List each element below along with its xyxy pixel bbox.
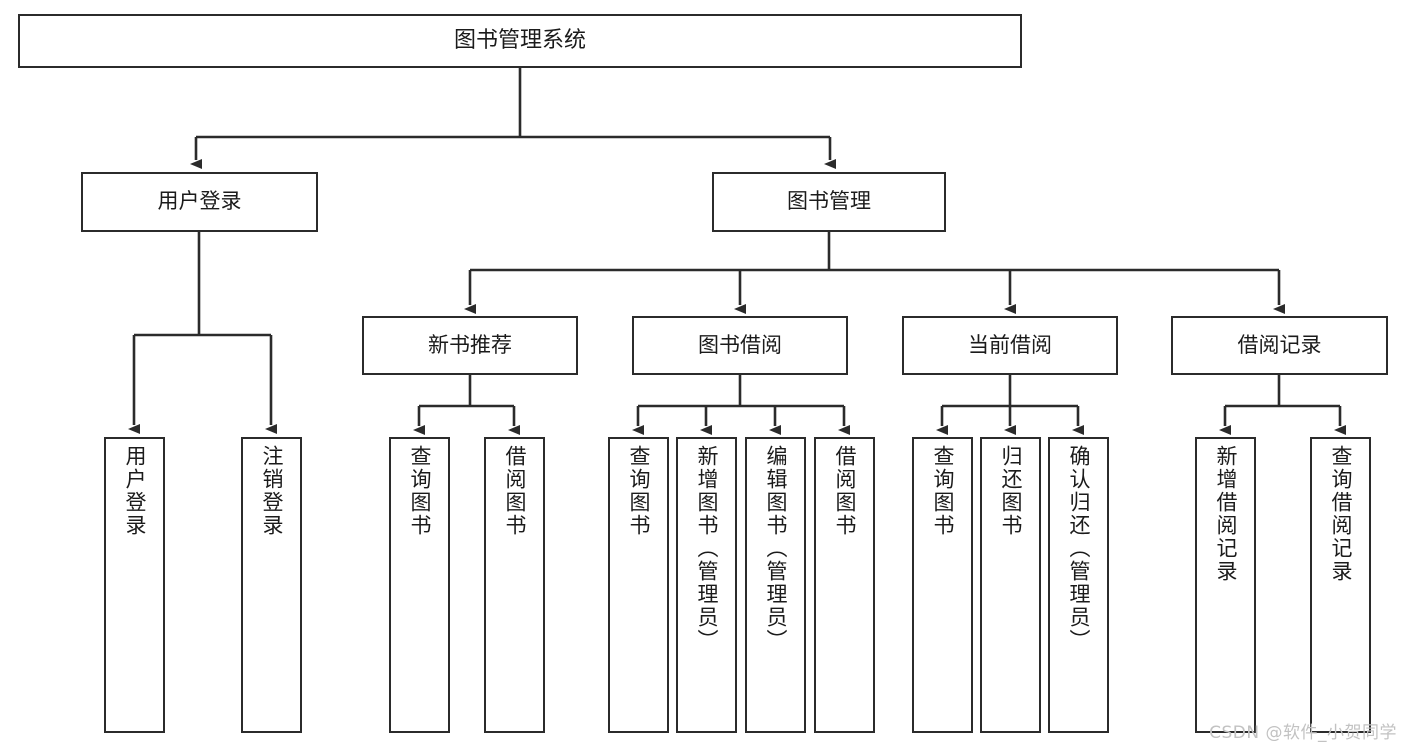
leaf-query-book-3[interactable]: 查询图书	[912, 437, 973, 733]
node-label: 借阅图书	[503, 445, 527, 537]
node-label: 查询图书	[931, 445, 955, 537]
node-label: 借阅记录	[1237, 332, 1322, 357]
node-label: 借阅图书	[833, 445, 857, 537]
csdn-watermark: CSDN @软件_小贺同学	[1209, 723, 1397, 743]
node-label: 新书推荐	[428, 332, 512, 357]
node-new-book-recommend[interactable]: 新书推荐	[362, 316, 578, 375]
node-book-manage[interactable]: 图书管理	[712, 172, 946, 232]
node-label: 注销登录	[260, 445, 284, 537]
node-label: 查询借阅记录	[1329, 445, 1353, 583]
leaf-add-record[interactable]: 新增借阅记录	[1195, 437, 1256, 733]
node-label: 查询图书	[627, 445, 651, 537]
node-label: 用户登录	[157, 189, 242, 214]
node-label: 新增图书（管理员）	[695, 445, 719, 652]
node-label: 编辑图书（管理员）	[764, 445, 788, 652]
leaf-user-login[interactable]: 用户登录	[104, 437, 165, 733]
node-label: 当前借阅	[968, 332, 1052, 357]
leaf-borrow-book-1[interactable]: 借阅图书	[484, 437, 545, 733]
leaf-confirm-return[interactable]: 确认归还（管理员）	[1048, 437, 1109, 733]
leaf-query-book-1[interactable]: 查询图书	[389, 437, 450, 733]
node-label: 查询图书	[408, 445, 432, 537]
leaf-borrow-book-2[interactable]: 借阅图书	[814, 437, 875, 733]
leaf-query-record[interactable]: 查询借阅记录	[1310, 437, 1371, 733]
leaf-query-book-2[interactable]: 查询图书	[608, 437, 669, 733]
node-label: 归还图书	[999, 445, 1023, 537]
leaf-add-book[interactable]: 新增图书（管理员）	[676, 437, 737, 733]
node-label: 用户登录	[123, 445, 147, 537]
node-borrow-record[interactable]: 借阅记录	[1171, 316, 1388, 375]
node-root-system[interactable]: 图书管理系统	[18, 14, 1022, 68]
node-user-login[interactable]: 用户登录	[81, 172, 318, 232]
leaf-logout-login[interactable]: 注销登录	[241, 437, 302, 733]
node-label: 新增借阅记录	[1214, 445, 1238, 583]
node-label: 图书管理	[787, 189, 871, 214]
node-label: 确认归还（管理员）	[1067, 445, 1091, 652]
leaf-return-book[interactable]: 归还图书	[980, 437, 1041, 733]
node-label: 图书借阅	[698, 332, 782, 357]
leaf-edit-book[interactable]: 编辑图书（管理员）	[745, 437, 806, 733]
node-book-borrow[interactable]: 图书借阅	[632, 316, 848, 375]
node-current-borrow[interactable]: 当前借阅	[902, 316, 1118, 375]
node-label: 图书管理系统	[453, 27, 586, 53]
